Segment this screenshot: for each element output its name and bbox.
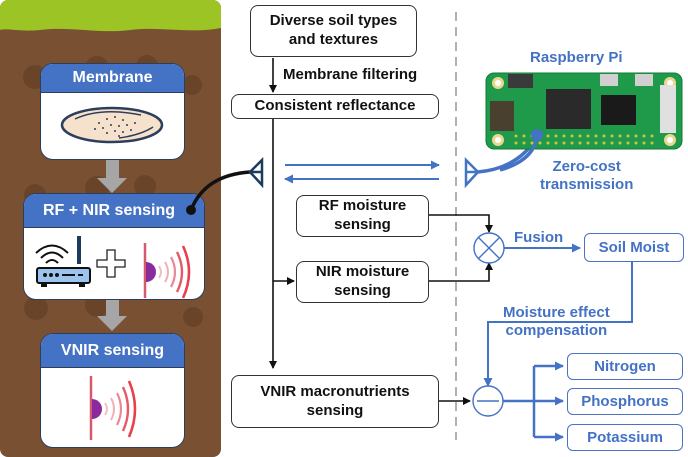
- vnir-card: VNIR sensing: [40, 333, 185, 448]
- rf-moisture-box: RF moisture sensing: [296, 195, 429, 237]
- compensation-line2: compensation: [505, 322, 608, 339]
- soil-pebble: [183, 307, 203, 327]
- soil-moist-label: Soil Moist: [598, 239, 670, 256]
- cable: [189, 170, 251, 211]
- nir-moisture-line1: NIR moisture: [315, 263, 410, 281]
- vnir-macro-line1: VNIR macronutrients: [260, 382, 410, 400]
- transmission-line1: Zero-cost: [552, 158, 621, 175]
- soil-pebble: [182, 75, 202, 95]
- membrane-filter-icon: [60, 106, 164, 144]
- vnir-card-title: VNIR sensing: [41, 334, 184, 368]
- consistent-reflectance-label: Consistent reflectance: [254, 97, 416, 115]
- fusion-node: [473, 232, 505, 264]
- compensation-label: Moisture effect compensation: [503, 304, 610, 340]
- soil-types-line2: and textures: [288, 31, 379, 48]
- flow-arrow-down: [97, 300, 127, 331]
- compensation-line1: Moisture effect: [503, 304, 610, 321]
- rf-moisture-line2: sensing: [334, 216, 391, 233]
- phosphorus-box: Phosphorus: [567, 388, 683, 415]
- antenna-icon: [248, 156, 264, 189]
- pi-antenna-icon: [464, 156, 480, 189]
- rf-nir-card-title: RF + NIR sensing: [24, 194, 204, 228]
- rf-moisture-line1: RF moisture: [318, 197, 407, 215]
- nitrogen-box: Nitrogen: [567, 353, 683, 380]
- consistent-reflectance-box: Consistent reflectance: [231, 94, 439, 119]
- soil-pebble: [134, 175, 156, 197]
- cable-connector: [186, 205, 196, 215]
- membrane-card: Membrane: [40, 63, 185, 160]
- plus-icon: [96, 249, 126, 278]
- raspberry-pi-label: Raspberry Pi: [530, 49, 623, 66]
- potassium-label: Potassium: [587, 429, 663, 446]
- nir-emitter-icon: [89, 376, 137, 440]
- nitrogen-label: Nitrogen: [594, 358, 656, 375]
- vnir-macronutrients-box: VNIR macronutrients sensing: [231, 375, 439, 428]
- transmission-label: Zero-cost transmission: [540, 158, 633, 194]
- nir-to-fusion: [428, 262, 493, 282]
- transmission-line2: transmission: [540, 176, 634, 193]
- rf-to-fusion: [428, 214, 493, 233]
- phosphorus-label: Phosphorus: [581, 393, 669, 410]
- soil-panel: Membrane RF + NIR sensing: [0, 0, 221, 457]
- nir-emitter-icon: [143, 243, 191, 299]
- compensation-path: [483, 261, 633, 387]
- wifi-router-icon: [35, 236, 91, 287]
- soil-types-line1: Diverse soil types: [269, 12, 398, 30]
- nir-moisture-line2: sensing: [334, 282, 391, 299]
- fusion-label: Fusion: [514, 229, 564, 246]
- rf-nir-card: RF + NIR sensing: [23, 193, 205, 300]
- grass-layer: [0, 0, 221, 32]
- membrane-card-title: Membrane: [41, 64, 184, 93]
- soil-moist-box: Soil Moist: [584, 233, 684, 262]
- membrane-filtering-label: Membrane filtering: [283, 66, 418, 83]
- vnir-macro-line2: sensing: [306, 401, 364, 419]
- potassium-box: Potassium: [567, 424, 683, 451]
- soil-types-box: Diverse soil types and textures: [250, 5, 417, 57]
- soil-pebble: [24, 296, 48, 320]
- nir-moisture-box: NIR moisture sensing: [296, 261, 429, 303]
- flow-arrow-down: [97, 160, 127, 193]
